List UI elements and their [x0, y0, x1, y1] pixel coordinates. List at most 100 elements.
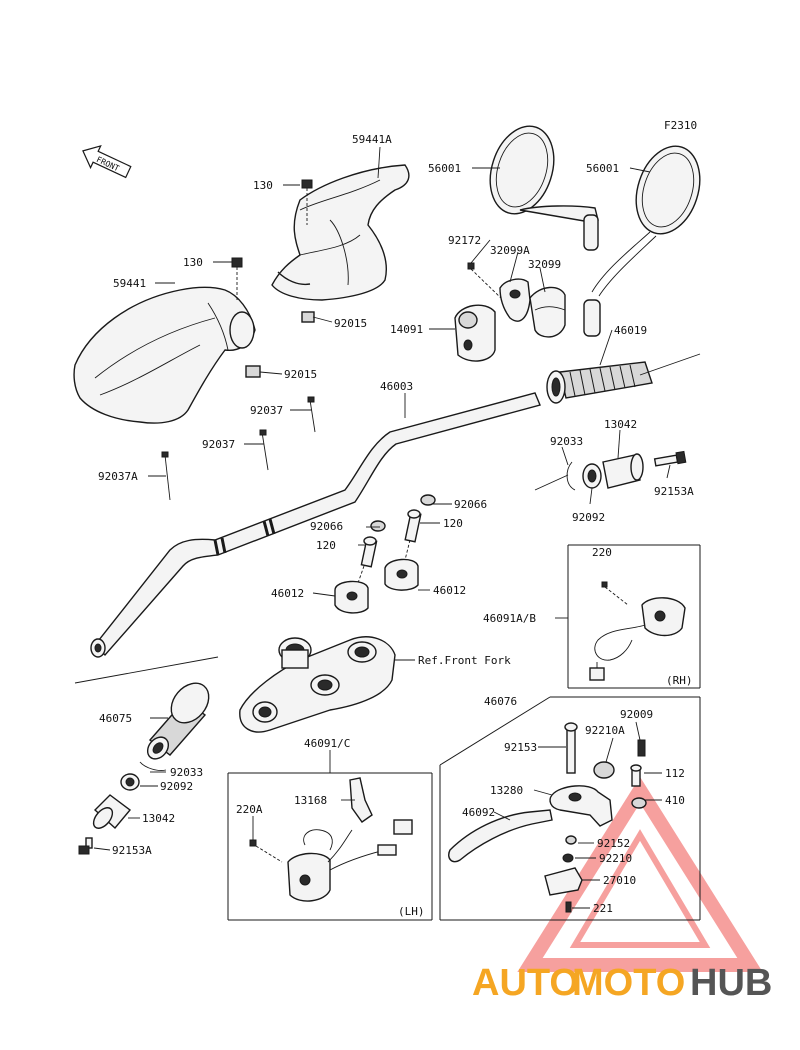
- label-112: 112: [665, 767, 685, 780]
- label-13168: 13168: [294, 794, 327, 807]
- mirror-left: [489, 125, 599, 251]
- label-120-upper: 120: [443, 517, 463, 530]
- watermark-word-moto: MOTO: [572, 962, 685, 1004]
- label-46092: 46092: [462, 806, 495, 819]
- label-92015-upper: 92015: [334, 317, 367, 330]
- bolt-130-lower: [231, 257, 243, 300]
- handlebar-46003: [90, 392, 541, 658]
- label-46012-left: 46012: [271, 587, 304, 600]
- label-46076: 46076: [484, 695, 517, 708]
- bolt-92153A-left: [78, 837, 93, 855]
- label-32099: 32099: [528, 258, 561, 271]
- label-59441A: 59441A: [352, 133, 392, 146]
- holder-46012-right: [384, 558, 419, 591]
- lever-holder-13280: [549, 785, 613, 827]
- label-120-lower: 120: [316, 539, 336, 552]
- label-130-upper: 130: [253, 179, 273, 192]
- label-13042-right: 13042: [604, 418, 637, 431]
- circlip-92033-left: [139, 761, 167, 771]
- washer-92066-lower: [370, 520, 386, 532]
- label-46003: 46003: [380, 380, 413, 393]
- label-92037A: 92037A: [98, 470, 138, 483]
- label-rh: (RH): [666, 674, 693, 687]
- bar-end-weight-13042-right: [602, 453, 644, 489]
- screw-92172: [467, 262, 504, 301]
- label-27010: 27010: [603, 874, 636, 887]
- label-92033-right: 92033: [550, 435, 583, 448]
- label-92210A: 92210A: [585, 724, 625, 737]
- label-56001-left: 56001: [428, 162, 461, 175]
- mirror-right: [583, 145, 701, 337]
- bolt-92153: [564, 722, 578, 774]
- label-92210: 92210: [599, 852, 632, 865]
- bolt-92153A-right: [653, 450, 687, 467]
- washer-92152: [565, 835, 577, 845]
- label-92033-left: 92033: [170, 766, 203, 779]
- collar-92092-right: [582, 463, 602, 489]
- watermark-triangle: [517, 776, 763, 972]
- nut-92015-upper: [301, 311, 315, 323]
- bolt-112: [630, 764, 642, 787]
- circlip-92033-right: [566, 461, 576, 491]
- clamp-32099: [529, 286, 566, 338]
- bolt-120-upper: [404, 509, 422, 561]
- label-92153A-left: 92153A: [112, 844, 152, 857]
- nut-92015-lower: [245, 365, 261, 378]
- holder-46012-left: [334, 580, 369, 614]
- label-92037-a: 92037: [202, 438, 235, 451]
- washer-92066-upper: [420, 494, 436, 506]
- watermark-word-hub: HUB: [690, 962, 772, 1004]
- clamp-32099A: [499, 278, 531, 322]
- leader-lines: [74, 146, 701, 909]
- label-56001-right: 56001: [586, 162, 619, 175]
- screw-221: [565, 901, 572, 913]
- bolt-130-upper: [301, 179, 313, 225]
- label-92092-right: 92092: [572, 511, 605, 524]
- label-92009: 92009: [620, 708, 653, 721]
- nut-410: [631, 797, 647, 809]
- label-32099A: 32099A: [490, 244, 530, 257]
- cable-tie-92037-a: [161, 451, 171, 501]
- label-46091C: 46091/C: [304, 737, 350, 750]
- throttle-housing-14091: [454, 304, 496, 362]
- screw-92009: [637, 739, 646, 757]
- clutch-lever-46092: [448, 809, 553, 863]
- label-59441: 59441: [113, 277, 146, 290]
- handguard-left: [73, 286, 256, 424]
- label-46091AB: 46091A/B: [483, 612, 536, 625]
- throttle-grip-46019: [546, 361, 653, 404]
- rh-switch-box: [567, 544, 701, 689]
- upper-triple-clamp: [239, 636, 396, 733]
- figure-code: F2310: [664, 119, 697, 132]
- cable-tie-92037-c: [307, 396, 316, 433]
- clutch-lever-box: [439, 696, 701, 921]
- switch-27010: [544, 867, 583, 896]
- watermark-logo: AUTO MOTO HUB: [472, 962, 772, 1004]
- label-220A: 220A: [236, 803, 263, 816]
- label-221: 221: [593, 902, 613, 915]
- label-46012-right: 46012: [433, 584, 466, 597]
- cable-tie-92037-b: [259, 429, 269, 471]
- label-ref-front-fork: Ref.Front Fork: [418, 654, 511, 667]
- label-13042-left: 13042: [142, 812, 175, 825]
- label-92092-left: 92092: [160, 780, 193, 793]
- watermark-word-auto: AUTO: [472, 962, 579, 1004]
- label-92037-b: 92037: [250, 404, 283, 417]
- label-13280: 13280: [490, 784, 523, 797]
- washer-92210: [562, 853, 574, 863]
- label-92066-lower: 92066: [310, 520, 343, 533]
- label-92172: 92172: [448, 234, 481, 247]
- label-92015-lower: 92015: [284, 368, 317, 381]
- left-grip-46075: [146, 682, 210, 760]
- label-92152: 92152: [597, 837, 630, 850]
- handguard-right: [271, 164, 410, 301]
- label-92153A-right: 92153A: [654, 485, 694, 498]
- label-14091: 14091: [390, 323, 423, 336]
- bar-end-weight-13042-left: [92, 794, 132, 830]
- label-lh: (LH): [398, 905, 425, 918]
- lh-switch-box: [227, 772, 433, 921]
- label-130-lower: 130: [183, 256, 203, 269]
- label-92153: 92153: [504, 741, 537, 754]
- label-46075: 46075: [99, 712, 132, 725]
